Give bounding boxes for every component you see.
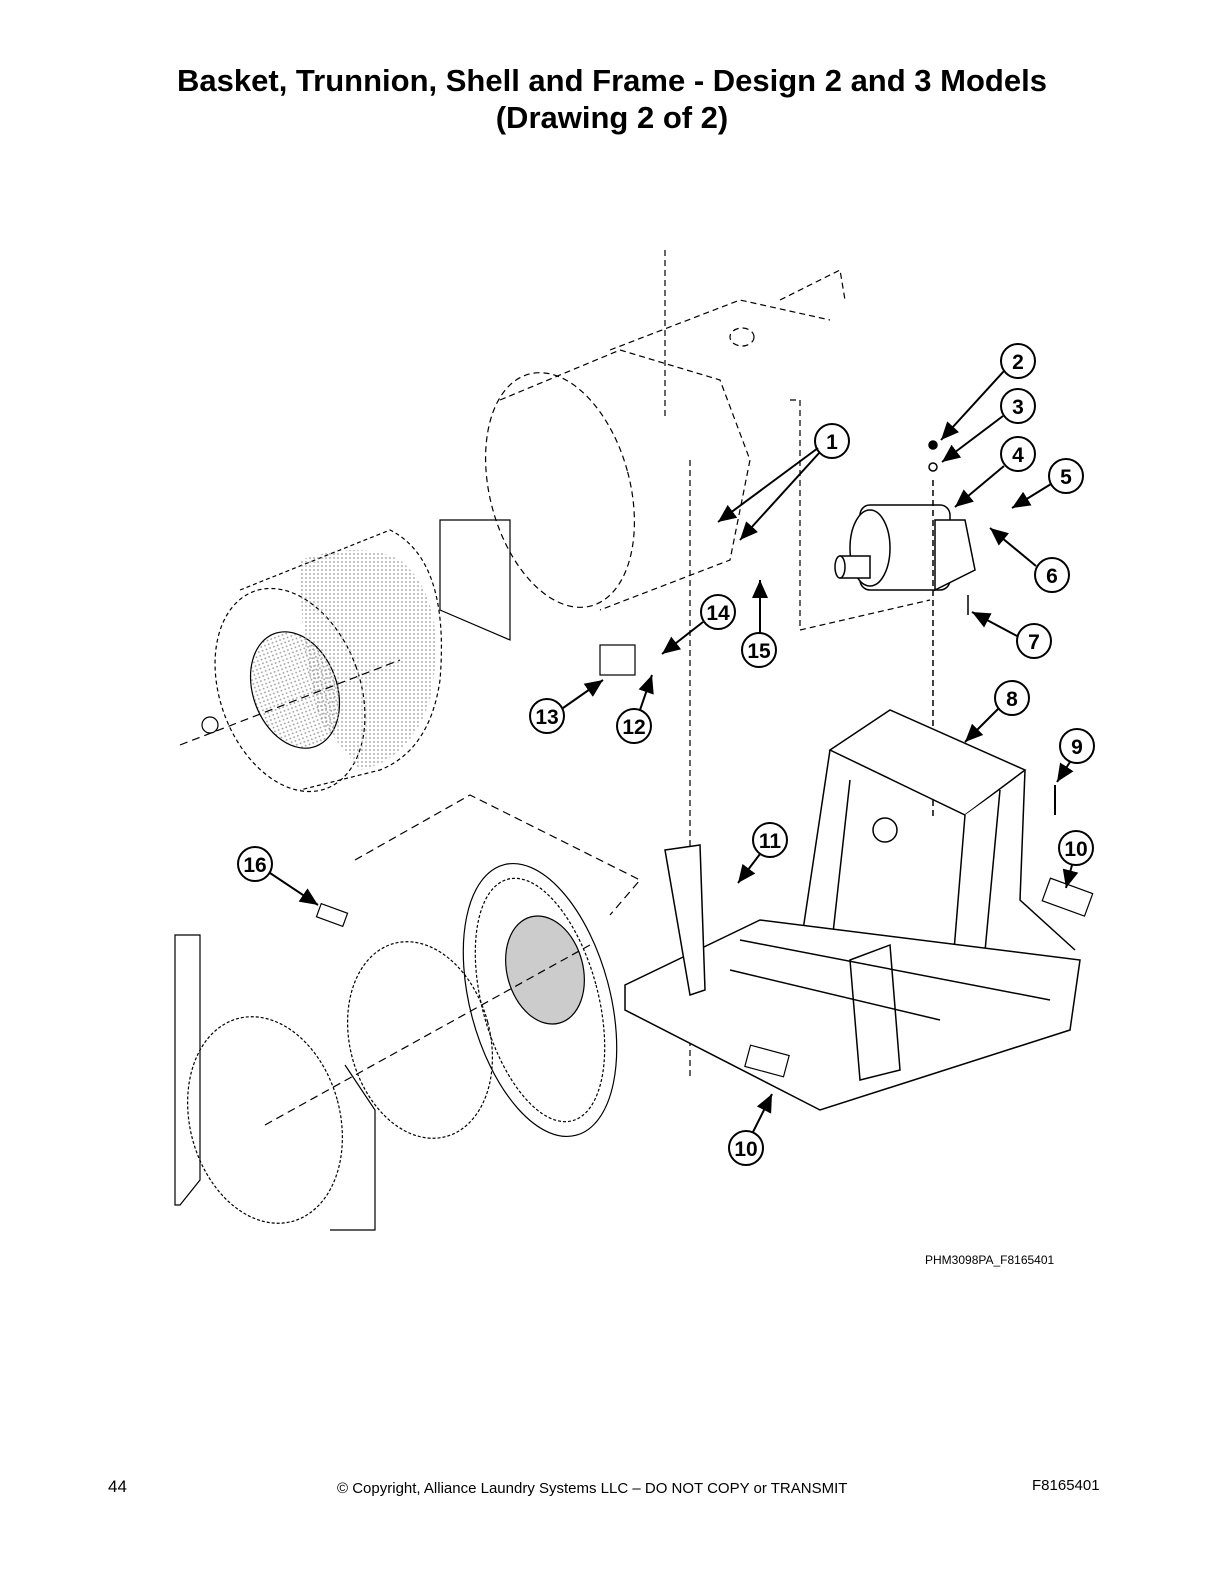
callout-2: 2 [940, 343, 1036, 441]
callout-10-right-label: 10 [1064, 838, 1087, 861]
basket-drawing [179, 529, 443, 793]
callout-13: 13 [529, 679, 604, 734]
drawing-id: PHM3098PA_F8165401 [925, 1253, 1055, 1267]
callout-5-label: 5 [1060, 466, 1072, 489]
callout-3: 3 [941, 388, 1036, 463]
copyright-notice: © Copyright, Alliance Laundry Systems LL… [337, 1480, 848, 1497]
callout-3-label: 3 [1012, 396, 1024, 419]
title-line-1: Basket, Trunnion, Shell and Frame - Desi… [177, 63, 1047, 98]
callout-4-label: 4 [1012, 444, 1024, 467]
callout-12: 12 [616, 674, 654, 744]
callout-10-bottom-label: 10 [734, 1138, 757, 1161]
callout-13-label: 13 [535, 706, 558, 729]
callout-10-bottom: 10 [728, 1093, 773, 1166]
door-assembly-drawing [174, 644, 1094, 1231]
callout-6: 6 [989, 527, 1070, 593]
callout-1-label: 1 [826, 431, 838, 454]
callout-7: 7 [971, 611, 1052, 659]
callout-12-label: 12 [622, 716, 645, 739]
callout-15-label: 15 [747, 640, 771, 663]
callout-5: 5 [1011, 458, 1084, 509]
callout-11-label: 11 [759, 830, 782, 853]
callout-9: 9 [1056, 728, 1095, 783]
callout-8-label: 8 [1006, 688, 1018, 711]
callout-16-label: 16 [243, 854, 266, 877]
frame-drawing [624, 709, 1081, 1111]
page-title: Basket, Trunnion, Shell and Frame - Desi… [0, 62, 1224, 136]
document-number: F8165401 [1032, 1477, 1100, 1494]
callout-7-label: 7 [1028, 631, 1040, 654]
callout-16: 16 [237, 846, 319, 906]
callout-15: 15 [741, 580, 777, 668]
callout-14: 14 [661, 594, 736, 655]
callout-11: 11 [737, 822, 788, 884]
callout-10-right: 10 [1058, 830, 1094, 889]
shell-drawing [439, 250, 931, 1080]
callout-8: 8 [964, 680, 1030, 743]
trunnion-drawing [834, 440, 976, 820]
callouts: 1 2 3 4 5 6 7 [237, 343, 1095, 1166]
page-number: 44 [108, 1477, 127, 1496]
callout-2-label: 2 [1012, 351, 1024, 374]
callout-9-label: 9 [1071, 736, 1083, 759]
title-line-2: (Drawing 2 of 2) [495, 100, 729, 135]
callout-4: 4 [954, 436, 1036, 508]
callout-1: 1 [717, 423, 850, 541]
callout-6-label: 6 [1046, 565, 1058, 588]
callout-14-label: 14 [706, 602, 730, 625]
